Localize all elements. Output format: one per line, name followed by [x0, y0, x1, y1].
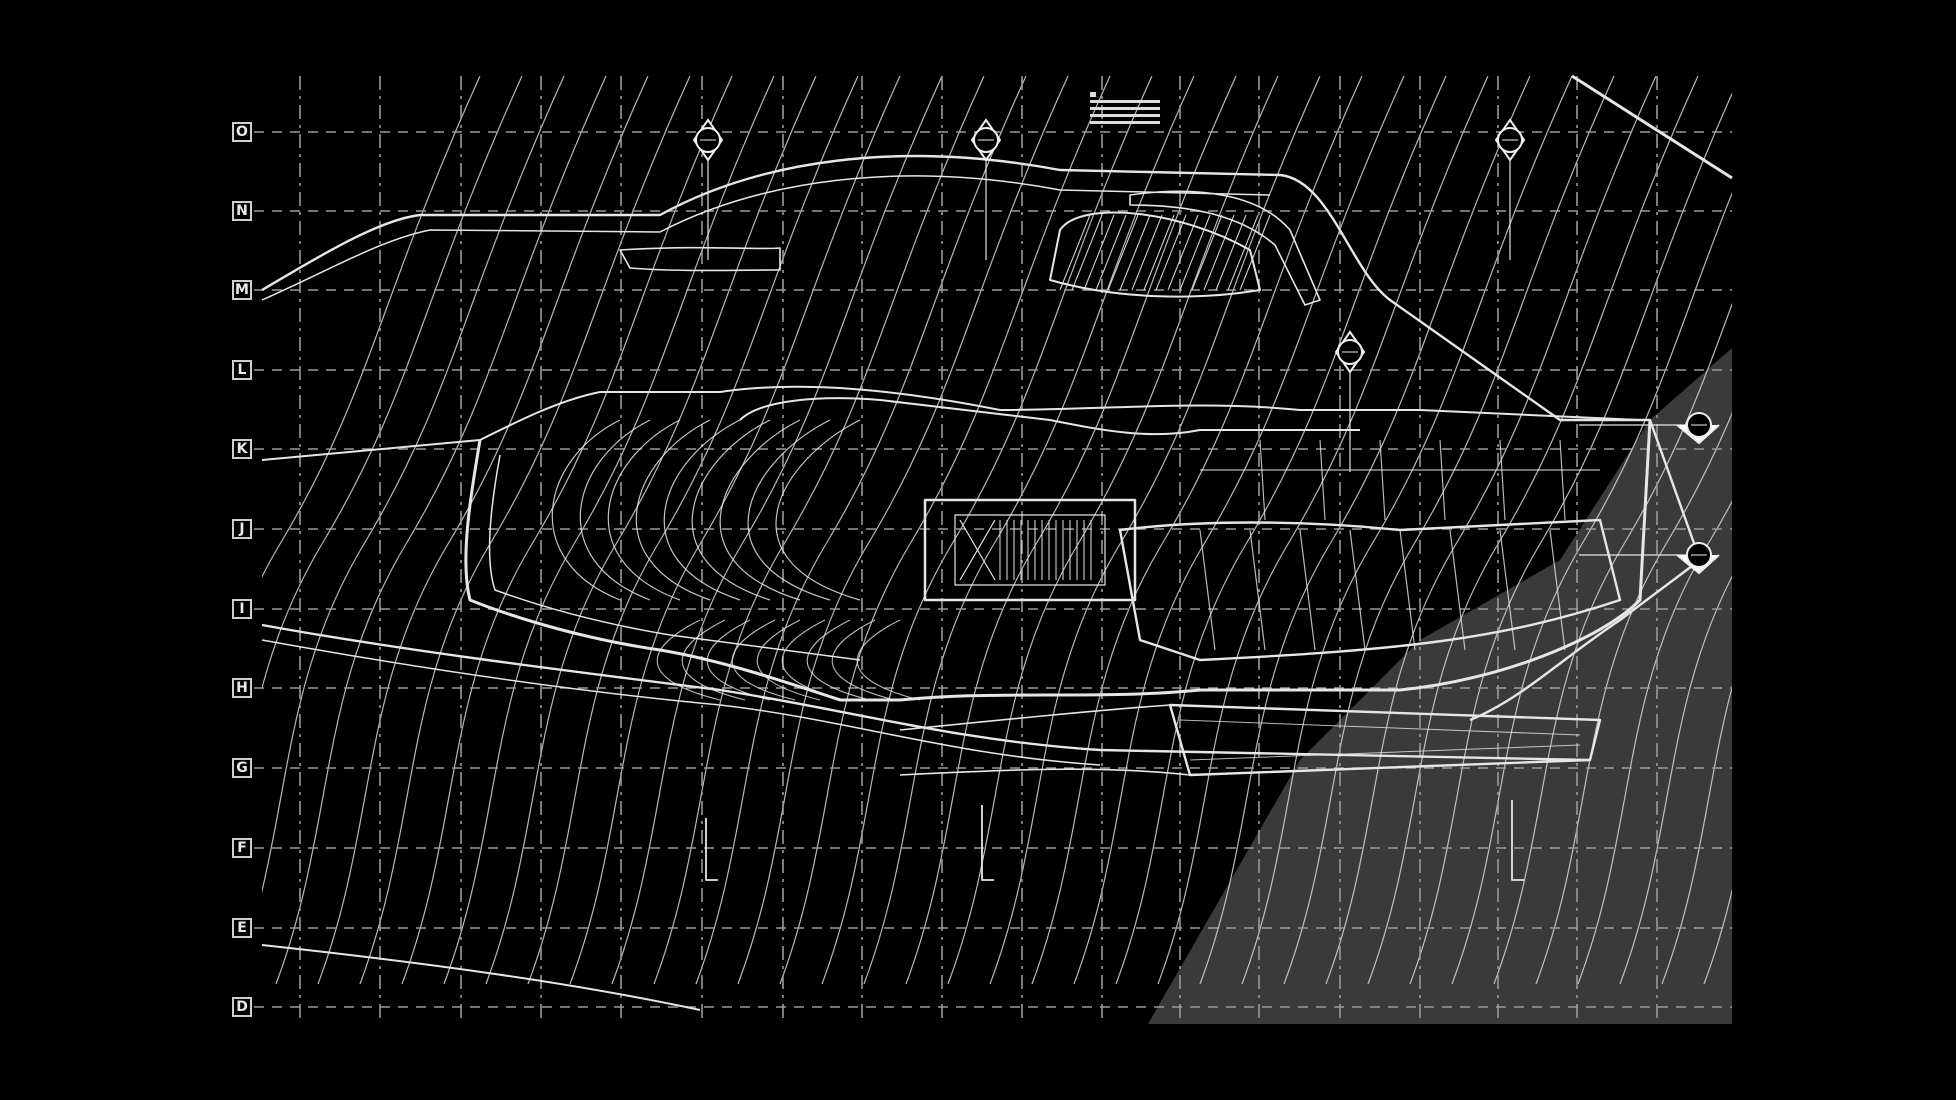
grid-row-label-l: L — [232, 360, 252, 380]
grid-row-label-j: J — [232, 519, 252, 539]
section-marker-top-2 — [970, 118, 1002, 162]
grid-row-label-f: F — [232, 838, 252, 858]
section-marker-top-1 — [692, 118, 724, 162]
grid-row-label-o: O — [232, 122, 252, 142]
structural-grid — [254, 76, 1732, 1024]
grid-row-label-g: G — [232, 758, 252, 778]
grid-row-label-m: M — [232, 280, 252, 300]
section-marker-right-2 — [1676, 542, 1720, 575]
grid-row-label-e: E — [232, 918, 252, 938]
grid-row-label-h: H — [232, 678, 252, 698]
section-markers — [692, 118, 1720, 575]
section-marker-right-1 — [1676, 412, 1720, 445]
building-outline — [261, 74, 1733, 1011]
section-marker-mid — [1334, 330, 1366, 374]
grid-row-label-n: N — [232, 201, 252, 221]
grid-row-label-i: I — [232, 599, 252, 619]
grid-row-label-k: K — [232, 439, 252, 459]
grid-row-label-d: D — [232, 997, 252, 1017]
section-marker-top-3 — [1494, 118, 1526, 162]
